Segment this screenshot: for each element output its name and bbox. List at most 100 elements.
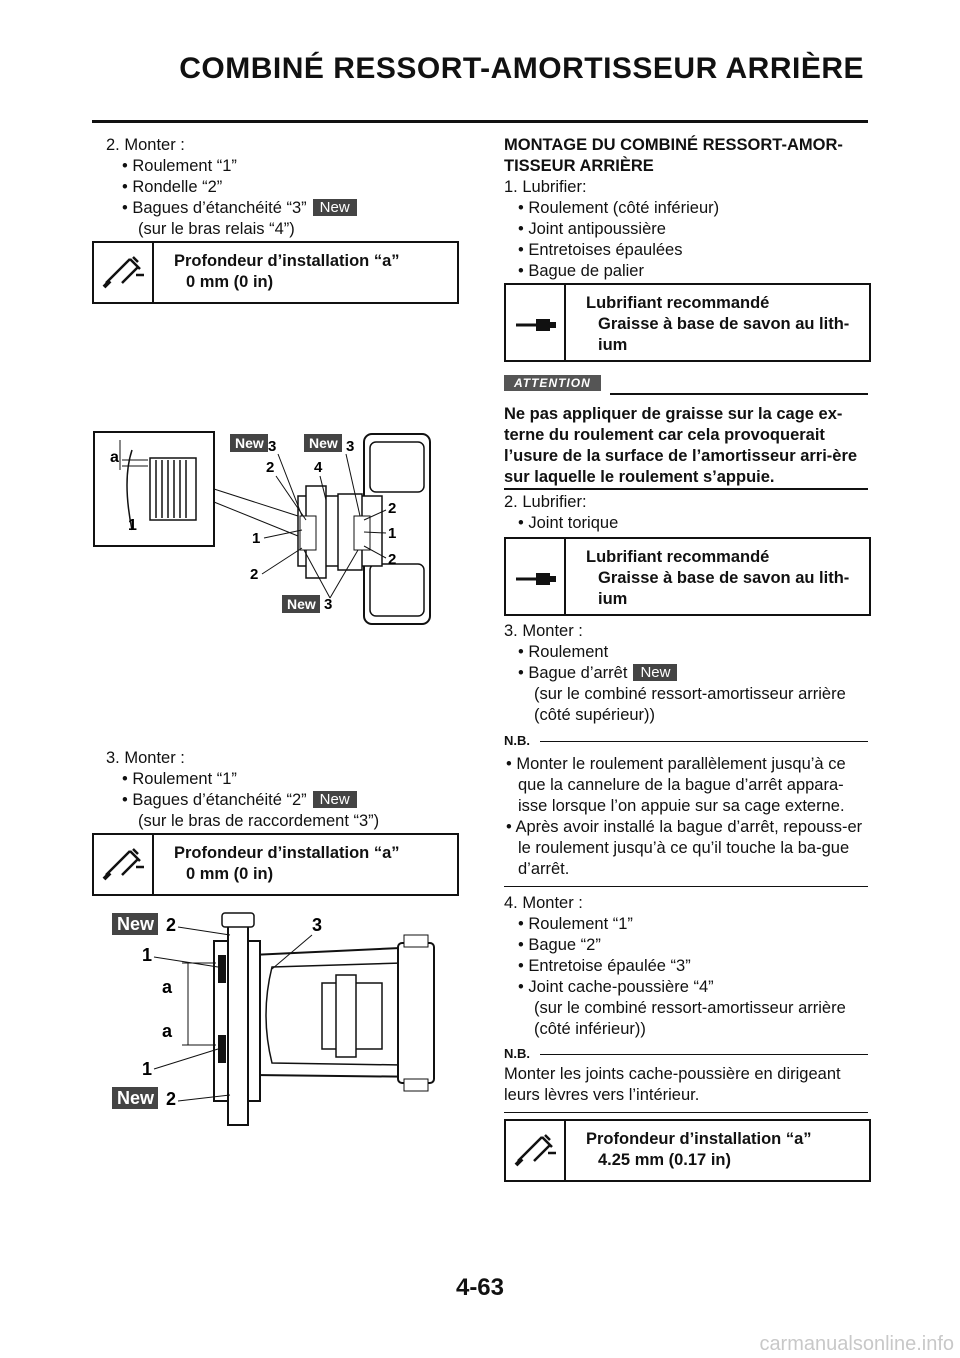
step-heading: 1. Lubrifier: <box>504 178 587 196</box>
lubricant-label: Lubrifiant recommandé <box>586 548 770 566</box>
new-badge <box>112 1087 158 1109</box>
list-note: (côté inférieur)) <box>534 1020 646 1038</box>
list-item: • Joint antipoussière <box>518 220 666 238</box>
label-1: 1 <box>142 945 152 965</box>
nb-text: Monter les joints cache-poussière en dir… <box>504 1065 841 1104</box>
grease-gun-icon <box>506 539 566 614</box>
new-badge-text: New <box>287 596 316 612</box>
new-badge: New <box>312 199 357 216</box>
right-column-top: MONTAGE DU COMBINÉ RESSORT-AMOR-TISSEUR … <box>504 135 869 282</box>
caliper-icon <box>94 835 154 894</box>
list-item: • Roulement “1” <box>122 157 237 175</box>
page-title: COMBINÉ RESSORT-AMORTISSEUR ARRIÈRE <box>179 52 864 85</box>
list-note: (sur le combiné ressort-amortisseur arri… <box>534 999 846 1017</box>
list-item: • Bague “2” <box>518 936 601 954</box>
attention-text: Ne pas appliquer de graisse sur la cage … <box>504 405 858 486</box>
list-item: • Joint cache-poussière “4” <box>518 978 714 996</box>
list-item: • Roulement “1” <box>518 915 633 933</box>
spec-value: 0 mm (0 in) <box>186 273 274 291</box>
list-item: • Entretoises épaulées <box>518 241 683 259</box>
label-3: 3 <box>346 438 354 455</box>
new-badge-text: New <box>117 914 155 934</box>
right-step2: 2. Lubrifier: • Joint torique <box>504 492 869 534</box>
caliper-icon <box>94 243 154 302</box>
step-heading: 2. Monter : <box>106 136 185 154</box>
label-1: 1 <box>128 517 137 534</box>
step-heading: 4. Monter : <box>504 894 583 912</box>
nb-item: • Après avoir installé la bague d’arrêt,… <box>506 818 863 878</box>
label-2: 2 <box>250 566 258 583</box>
step-heading: 3. Monter : <box>106 749 185 767</box>
list-item: • Rondelle “2” <box>122 178 223 196</box>
spec-value: 0 mm (0 in) <box>186 865 274 883</box>
new-badge <box>230 434 268 452</box>
section-title: MONTAGE DU COMBINÉ RESSORT-AMOR-TISSEUR … <box>504 136 843 175</box>
label-1: 1 <box>142 1059 152 1079</box>
spec-box-install-depth: Profondeur d’installation “a” 0 mm (0 in… <box>92 833 459 896</box>
list-note: (sur le combiné ressort-amortisseur arri… <box>534 685 846 703</box>
header-rule <box>92 120 868 123</box>
caliper-icon <box>506 1121 566 1180</box>
new-badge <box>304 434 342 452</box>
right-step4: 4. Monter : • Roulement “1” • Bague “2” … <box>504 893 869 1040</box>
nb-notes: • Monter le roulement parallèlement jusq… <box>504 754 869 880</box>
list-item: • Bagues d’étanchéité “3”New <box>92 198 457 219</box>
label-2: 2 <box>266 459 274 476</box>
spec-box-install-depth: Profondeur d’installation “a” 0 mm (0 in… <box>92 241 459 304</box>
spec-label: Profondeur d’installation “a” <box>174 252 400 270</box>
watermark: carmanualsonline.info <box>759 1333 954 1355</box>
label-2: 2 <box>166 1089 176 1109</box>
nb-rule <box>540 1054 868 1055</box>
lubricant-label: Lubrifiant recommandé <box>586 294 770 312</box>
left-step2: 2. Monter : • Roulement “1” • Rondelle “… <box>92 135 457 240</box>
nb-end-rule <box>504 1112 868 1113</box>
nb-label: N.B. <box>504 1046 530 1061</box>
relay-arm-figure: a 1 3 3 2 4 2 1 2 1 2 3 New New New <box>93 431 431 625</box>
list-item: • Roulement “1” <box>122 770 237 788</box>
left-step3: 3. Monter : • Roulement “1” • Bagues d’é… <box>92 748 457 832</box>
step-heading: 3. Monter : <box>504 622 583 640</box>
label-3: 3 <box>268 438 276 455</box>
attention-rule <box>610 393 868 395</box>
attention-end-rule <box>504 488 868 490</box>
list-note: (sur le bras de raccordement “3”) <box>138 812 380 830</box>
lubricant-box: Lubrifiant recommandé Graisse à base de … <box>504 537 871 616</box>
nb-rule <box>540 741 868 742</box>
new-badge: New <box>312 791 357 808</box>
label-2: 2 <box>166 915 176 935</box>
spec-label: Profondeur d’installation “a” <box>586 1130 812 1148</box>
grease-gun-icon <box>506 285 566 360</box>
new-badge-text: New <box>235 435 264 451</box>
new-badge <box>112 913 158 935</box>
attention-badge: ATTENTION <box>504 375 601 391</box>
new-badge-text: New <box>117 1088 155 1108</box>
list-note: (côté supérieur)) <box>534 706 656 724</box>
label-4: 4 <box>314 459 323 476</box>
nb-label: N.B. <box>504 733 530 748</box>
label-a: a <box>162 1021 173 1041</box>
label-2: 2 <box>388 500 396 517</box>
new-badge: New <box>633 664 678 681</box>
label-1: 1 <box>388 525 396 542</box>
label-3: 3 <box>312 915 322 935</box>
new-badge-text: New <box>309 435 338 451</box>
lubricant-box: Lubrifiant recommandé Graisse à base de … <box>504 283 871 362</box>
spec-box-install-depth: Profondeur d’installation “a” 4.25 mm (0… <box>504 1119 871 1182</box>
list-item: • Roulement (côté inférieur) <box>518 199 720 217</box>
attention-header: ATTENTION <box>504 374 601 392</box>
list-item: • Entretoise épaulée “3” <box>518 957 691 975</box>
list-item: • Joint torique <box>518 514 619 532</box>
label-3: 3 <box>324 596 332 613</box>
label-a: a <box>162 977 173 997</box>
list-item: • Bague de palier <box>518 262 644 280</box>
label-1: 1 <box>252 530 260 547</box>
label-a: a <box>110 449 119 466</box>
step-heading: 2. Lubrifier: <box>504 493 587 511</box>
list-note: (sur le bras relais “4”) <box>138 220 295 238</box>
nb-item: • Monter le roulement parallèlement jusq… <box>506 755 846 815</box>
connecting-arm-figure: New 2 New 2 3 1 1 a a <box>112 912 435 1126</box>
spec-value: 4.25 mm (0.17 in) <box>598 1151 731 1169</box>
label-2: 2 <box>388 551 396 568</box>
